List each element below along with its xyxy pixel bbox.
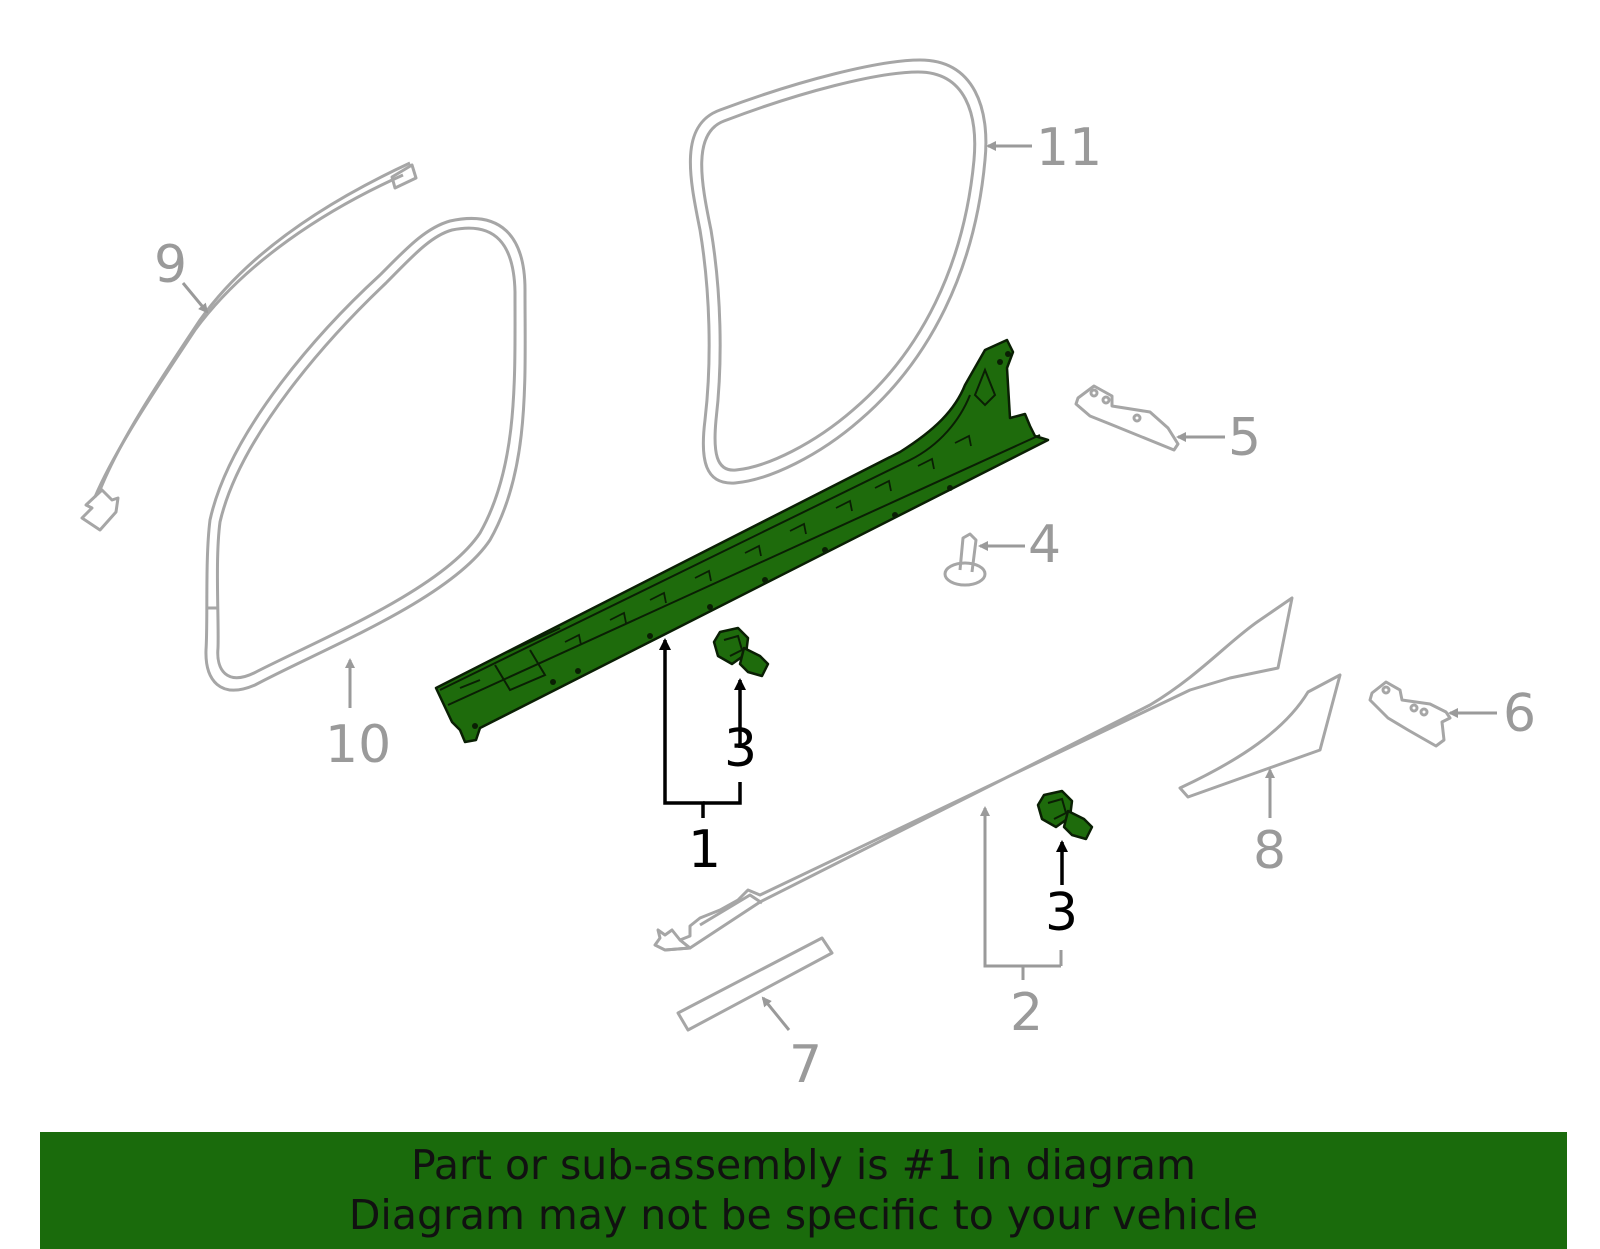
part-10-door-seal[interactable]	[204, 216, 527, 692]
callout-3-bottom: 3	[1045, 883, 1078, 943]
callout-10: 10	[325, 715, 391, 775]
banner-line-2: Diagram may not be specific to your vehi…	[348, 1191, 1259, 1239]
part-7-sill-strip[interactable]	[676, 936, 834, 1032]
callout-8: 8	[1253, 821, 1286, 881]
callout-7: 7	[789, 1035, 822, 1095]
part-1-rocker-panel[interactable]	[434, 338, 1050, 744]
part-2-rocker-molding[interactable]	[653, 596, 1294, 952]
part-11-rear-seal[interactable]	[688, 58, 988, 485]
part-6-bracket[interactable]	[1368, 680, 1452, 748]
callout-3-top: 3	[724, 719, 757, 779]
info-banner: Part or sub-assembly is #1 in diagram Di…	[40, 1132, 1567, 1249]
parts-diagram: 1 2 3 3 4 5 6 7 8 9 10 11	[80, 58, 1536, 1095]
callout-11: 11	[1036, 118, 1102, 178]
part-3-clip-a[interactable]	[712, 626, 770, 678]
banner-line-1: Part or sub-assembly is #1 in diagram	[411, 1141, 1196, 1189]
callout-2: 2	[1010, 983, 1043, 1043]
callout-9: 9	[154, 235, 187, 295]
callout-1: 1	[688, 820, 721, 880]
leader-lines	[181, 141, 1497, 1031]
part-5-bracket[interactable]	[1074, 384, 1180, 452]
part-3-clip-b[interactable]	[1036, 789, 1094, 841]
callout-4: 4	[1028, 515, 1061, 575]
part-4-pin[interactable]	[943, 532, 987, 587]
callout-6: 6	[1503, 684, 1536, 744]
part-9-weatherstrip[interactable]	[80, 161, 418, 532]
part-8-trim[interactable]	[1178, 673, 1342, 799]
callout-5: 5	[1228, 408, 1261, 468]
